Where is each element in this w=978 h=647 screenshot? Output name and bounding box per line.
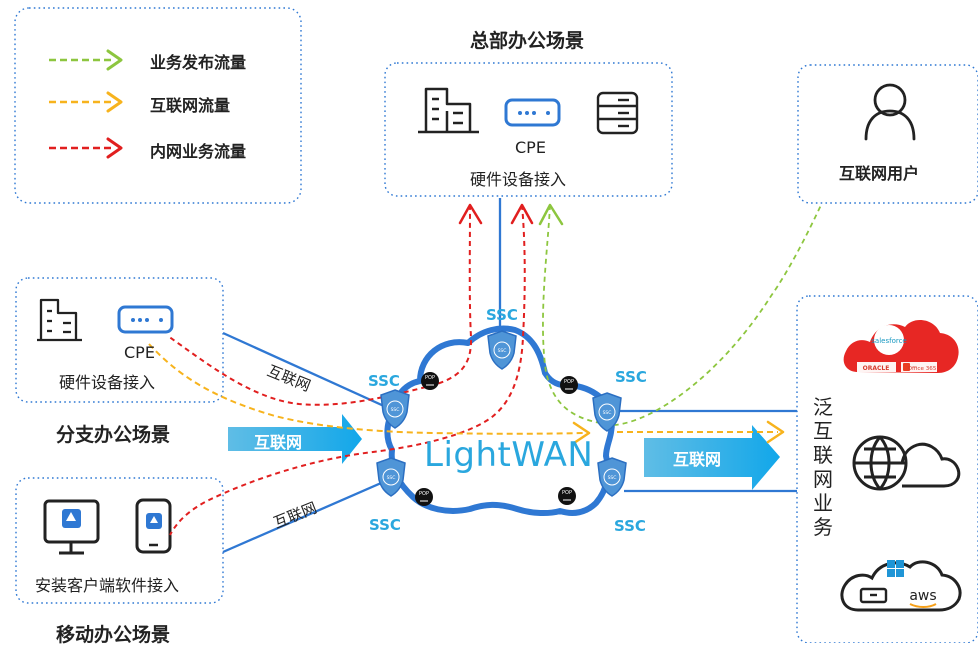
salesforce-logo: salesforce	[871, 337, 906, 345]
oracle-logo: ORACLE	[863, 365, 890, 372]
lightwan-cloud	[384, 325, 615, 517]
pop-node-bottom-left: POP	[415, 488, 433, 506]
red-internal-traffic-lower	[169, 204, 526, 536]
svg-text:SSC: SSC	[608, 475, 617, 481]
ssc-node-top: SSC	[487, 330, 517, 370]
server-icon	[596, 91, 639, 135]
headquarters-title: 总部办公场景	[470, 30, 585, 52]
headquarters-cpe-label: CPE	[515, 138, 546, 157]
right-internet-arrow-label: 互联网	[673, 450, 722, 469]
svg-text:SSC: SSC	[391, 407, 400, 413]
branch-building-icon	[37, 298, 82, 342]
ssc-label-left-top: SSC	[368, 372, 400, 390]
mobile-title: 移动办公场景	[56, 624, 171, 646]
ssc-label-right-top: SSC	[615, 368, 647, 386]
pop-node-top-left: POP	[421, 372, 439, 390]
cpe-device-icon	[504, 98, 561, 127]
legend-label-publish-traffic: 业务发布流量	[150, 53, 247, 72]
ssc-label-left-bottom: SSC	[369, 516, 401, 534]
branch-access-label: 硬件设备接入	[59, 373, 156, 392]
pop-label: POP	[562, 490, 572, 496]
aws-logo: aws	[909, 588, 936, 604]
desktop-client-icon	[43, 499, 100, 555]
cloud-services-char: 联	[813, 443, 833, 467]
svg-text:SSC: SSC	[498, 348, 507, 354]
mobile-blue-link	[222, 475, 396, 554]
user-icon	[864, 83, 916, 141]
headquarters-access-label: 硬件设备接入	[470, 170, 567, 189]
svg-text:SSC: SSC	[603, 410, 612, 416]
branch-internet-link-label: 互联网	[265, 362, 313, 396]
cloud-services-char: 网	[813, 467, 833, 491]
cloud-services-char: 泛	[813, 395, 833, 419]
branch-title: 分支办公场景	[56, 424, 171, 446]
branch-cpe-label: CPE	[124, 343, 155, 362]
ssc-node-left-bottom: SSC	[376, 457, 406, 497]
pop-node-top-right: POP	[560, 376, 578, 394]
legend-yellow-arrow	[49, 91, 123, 113]
yellow-internet-traffic-left	[148, 343, 585, 435]
pop-label: POP	[425, 375, 435, 381]
internet-user-label: 互联网用户	[839, 164, 920, 183]
green-publish-traffic	[542, 204, 822, 426]
pop-node-bottom-right: POP	[558, 487, 576, 505]
pop-label: POP	[564, 379, 574, 385]
legend-red-arrow	[49, 137, 123, 159]
mobile-access-label: 安装客户端软件接入	[35, 576, 180, 595]
ssc-label-right-bottom: SSC	[614, 517, 646, 535]
yellow-arrow-head-right	[766, 420, 785, 444]
red-arrow-head-left	[458, 203, 483, 225]
legend-label-internal-traffic: 内网业务流量	[150, 142, 247, 161]
lightwan-title: LightWAN	[424, 435, 594, 475]
ssc-node-right-top: SSC	[592, 392, 622, 432]
cloud-services-char: 互	[813, 419, 833, 443]
office-logo: Office 365	[908, 366, 937, 372]
cloud-services-vertical-label: 泛 互 联 网 业 务	[813, 395, 833, 539]
global-internet-cloud-icon	[852, 435, 961, 491]
ssc-node-left-top: SSC	[380, 389, 410, 429]
mobile-client-icon	[135, 498, 172, 554]
red-arrow-head-right	[510, 203, 534, 225]
ssc-label-top: SSC	[486, 306, 518, 324]
left-internet-arrow-label: 互联网	[254, 433, 303, 452]
legend-green-arrow	[49, 49, 123, 71]
cloud-services-char: 务	[813, 515, 833, 539]
svg-text:SSC: SSC	[387, 475, 396, 481]
cloud-services-char: 业	[813, 491, 833, 515]
public-cloud-icon: aws	[840, 560, 962, 612]
saas-cloud-icon: salesforce ORACLE Office 365	[843, 320, 959, 373]
green-arrow-head	[538, 203, 564, 226]
ssc-node-right-bottom: SSC	[597, 457, 627, 497]
building-icon	[418, 87, 479, 134]
legend-label-internet-traffic: 互联网流量	[150, 96, 231, 115]
red-internal-traffic-upper	[167, 204, 473, 406]
branch-cpe-device-icon	[117, 305, 174, 334]
pop-label: POP	[419, 491, 429, 497]
mobile-internet-link-label: 互联网	[271, 499, 319, 533]
